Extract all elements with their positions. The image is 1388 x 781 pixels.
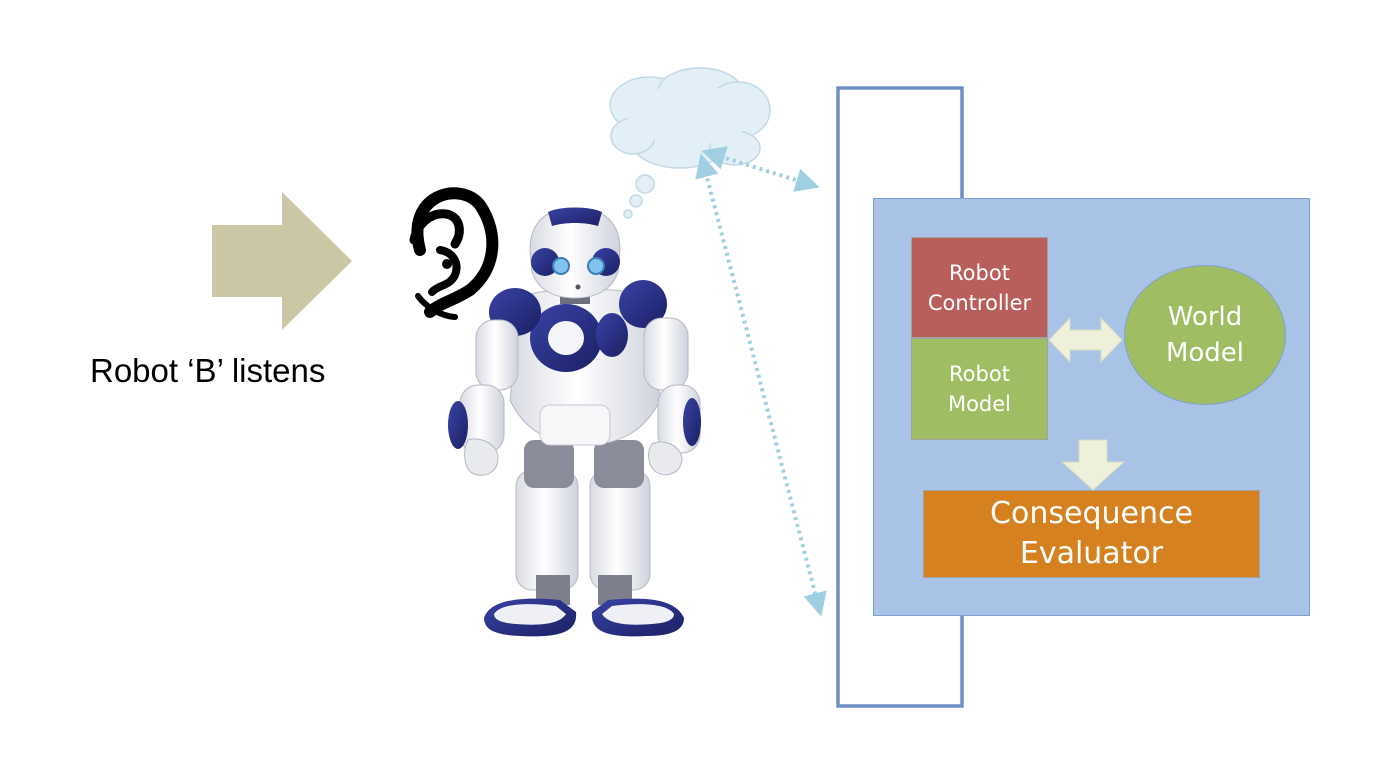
consequence-evaluator-block: Consequence Evaluator (923, 490, 1260, 578)
robot-model-label-line1: Robot (949, 362, 1010, 386)
robot-controller-block: Robot Controller (911, 237, 1048, 338)
robot-b-listens-caption: Robot ‘B’ listens (90, 352, 326, 389)
robot-model-label-line2: Model (947, 392, 1012, 416)
robot-controller-label-line2: Controller (927, 290, 1032, 315)
feedback-loop-line (836, 86, 971, 708)
thought-cloud-icon (609, 67, 771, 219)
dotted-link-bottom (695, 153, 827, 617)
consequence-evaluator-label-line2: Evaluator (1019, 536, 1164, 571)
world-model-label-line1: World (1167, 302, 1243, 332)
input-arrow-icon (212, 192, 352, 330)
robot-controller-label-line1: Robot (949, 260, 1010, 285)
robot-model-block: Robot Model (911, 338, 1048, 440)
ear-icon (409, 187, 499, 320)
consequence-evaluator-label-line1: Consequence (990, 496, 1193, 531)
world-model-label-line2: Model (1165, 338, 1245, 368)
world-model-circle: World Model (1124, 265, 1286, 405)
robot-illustration (448, 207, 701, 637)
